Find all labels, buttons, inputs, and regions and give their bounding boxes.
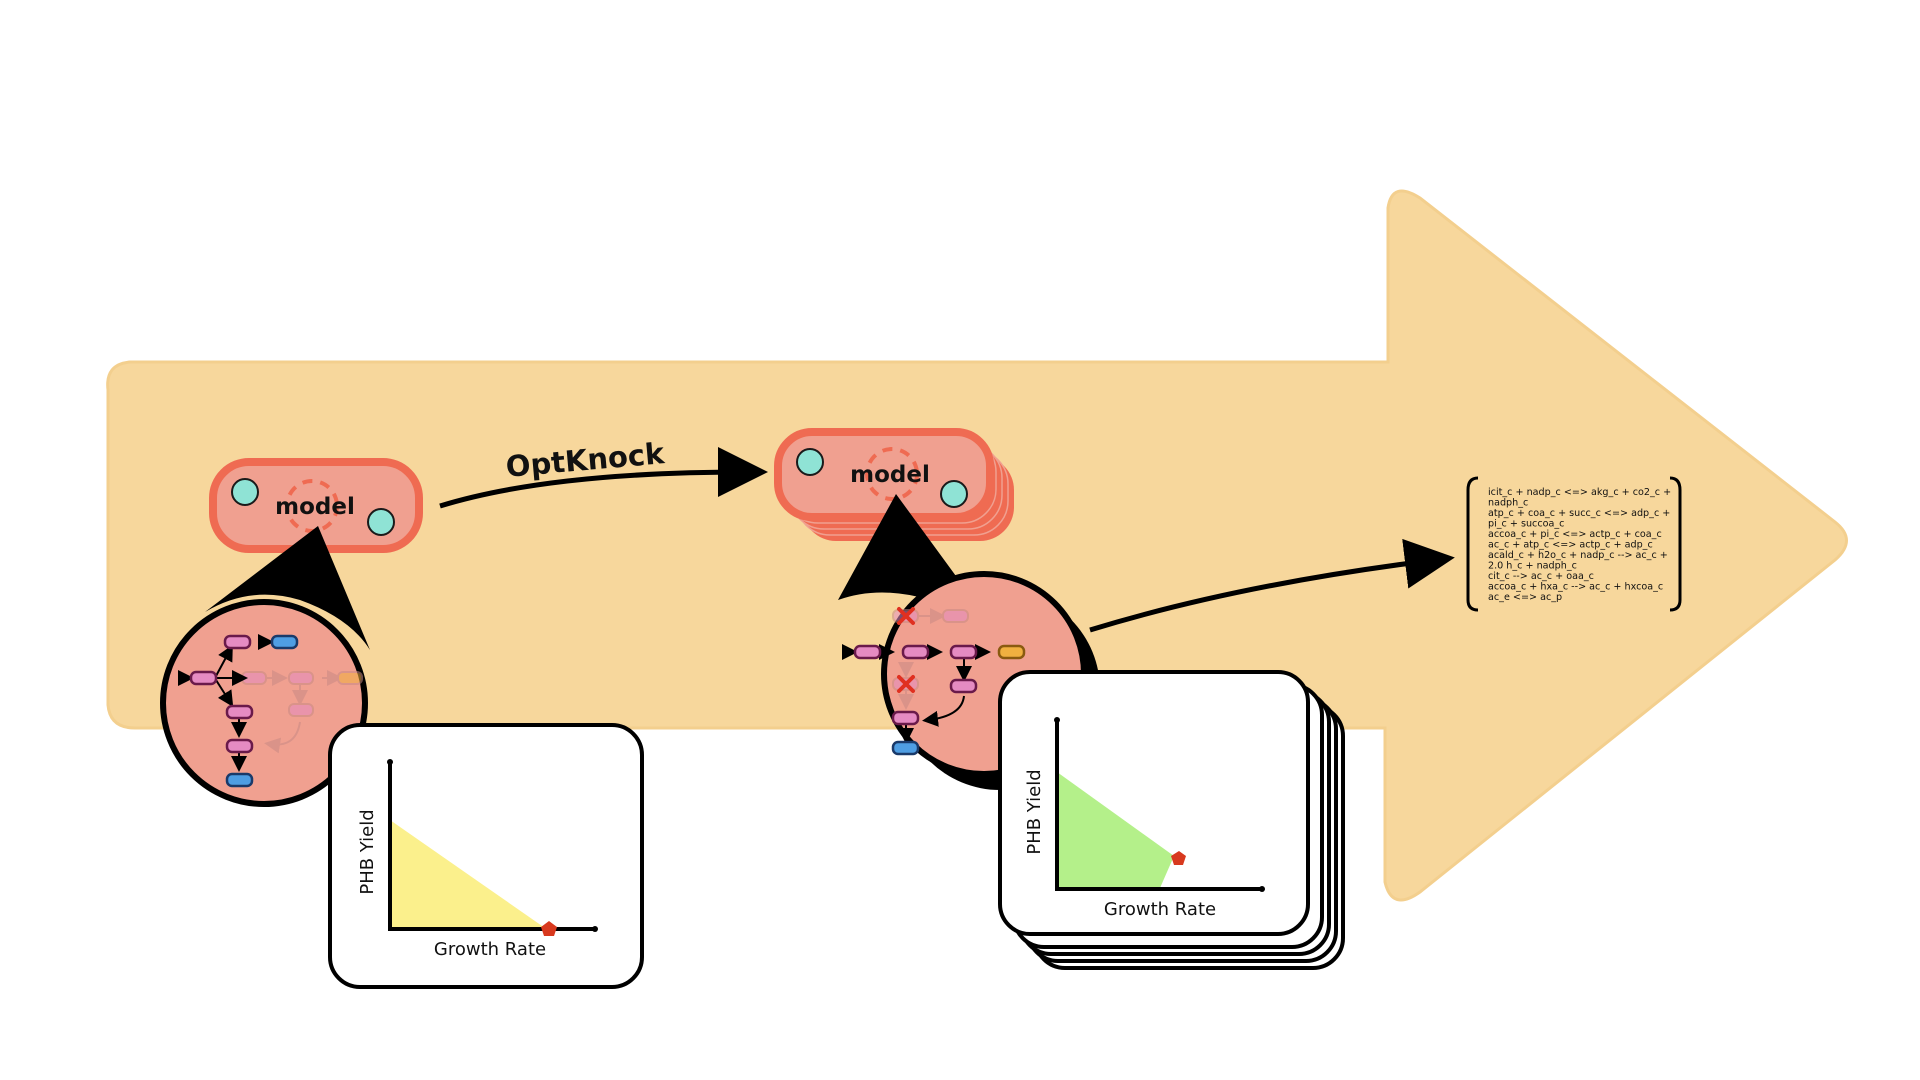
metabolite-node (901, 644, 930, 660)
metabolite-node (891, 710, 920, 726)
metabolite-node (949, 644, 978, 660)
optimized-phenotype-plot-stack: Growth Rate PHB Yield (998, 670, 1345, 970)
membrane-protein-icon (231, 478, 259, 506)
model-label: model (275, 494, 355, 520)
metabolite-node (853, 644, 882, 660)
metabolite-node (949, 678, 978, 694)
product-node (225, 772, 254, 788)
knockout-icon (897, 675, 915, 693)
metabolite-node (223, 634, 252, 650)
optimized-model-stack: model (774, 428, 1014, 541)
metabolite-node (189, 670, 218, 686)
membrane-protein-icon (940, 480, 968, 508)
y-axis-label: PHB Yield (357, 809, 378, 894)
metabolite-node (225, 704, 254, 720)
reaction-line: acald_c + h2o_c + nadp_c --> ac_c + (1488, 550, 1668, 561)
optimum-marker (1171, 851, 1186, 865)
feasible-region (1057, 772, 1174, 888)
wildtype-pathway-network (160, 599, 368, 807)
optimum-marker (541, 921, 557, 936)
x-axis-label: Growth Rate (1104, 899, 1216, 920)
reaction-line: ac_e <=> ac_p (1488, 592, 1562, 603)
feasible-region (390, 820, 545, 928)
optknock-arrow (439, 447, 768, 509)
reaction-line: ac_c + atp_c <=> actp_c + adp_c (1488, 540, 1653, 551)
target-node (997, 644, 1026, 660)
knockout-reaction-list: icit_c + nadp_c <=> akg_c + co2_c + nadp… (1466, 476, 1682, 612)
y-axis-label: PHB Yield (1024, 769, 1045, 854)
membrane-protein-icon (796, 448, 824, 476)
reaction-line: pi_c + succoa_c (1488, 519, 1564, 530)
x-axis-label: Growth Rate (434, 939, 546, 960)
reaction-line: accoa_c + hxa_c --> ac_c + hxcoa_c (1488, 582, 1663, 593)
model-label: model (850, 462, 930, 488)
reaction-line: icit_c + nadp_c <=> akg_c + co2_c + (1488, 487, 1671, 498)
background-arrow (106, 189, 1848, 902)
product-node (891, 740, 920, 756)
reaction-line: atp_c + coa_c + succ_c <=> adp_c + (1488, 508, 1670, 519)
reaction-line: cit_c --> ac_c + oaa_c (1488, 571, 1594, 582)
reaction-line: 2.0 h_c + nadph_c (1488, 561, 1577, 572)
product-node (270, 634, 299, 650)
zoom-callout (205, 526, 370, 650)
reaction-line: nadph_c (1488, 498, 1528, 509)
result-arrow (1089, 538, 1455, 633)
membrane-protein-icon (367, 508, 395, 536)
reaction-line: accoa_c + pi_c <=> actp_c + coa_c (1488, 529, 1662, 540)
wildtype-phenotype-plot: Growth Rate PHB Yield (328, 723, 644, 989)
knockout-icon (897, 607, 915, 625)
metabolite-node (225, 738, 254, 754)
